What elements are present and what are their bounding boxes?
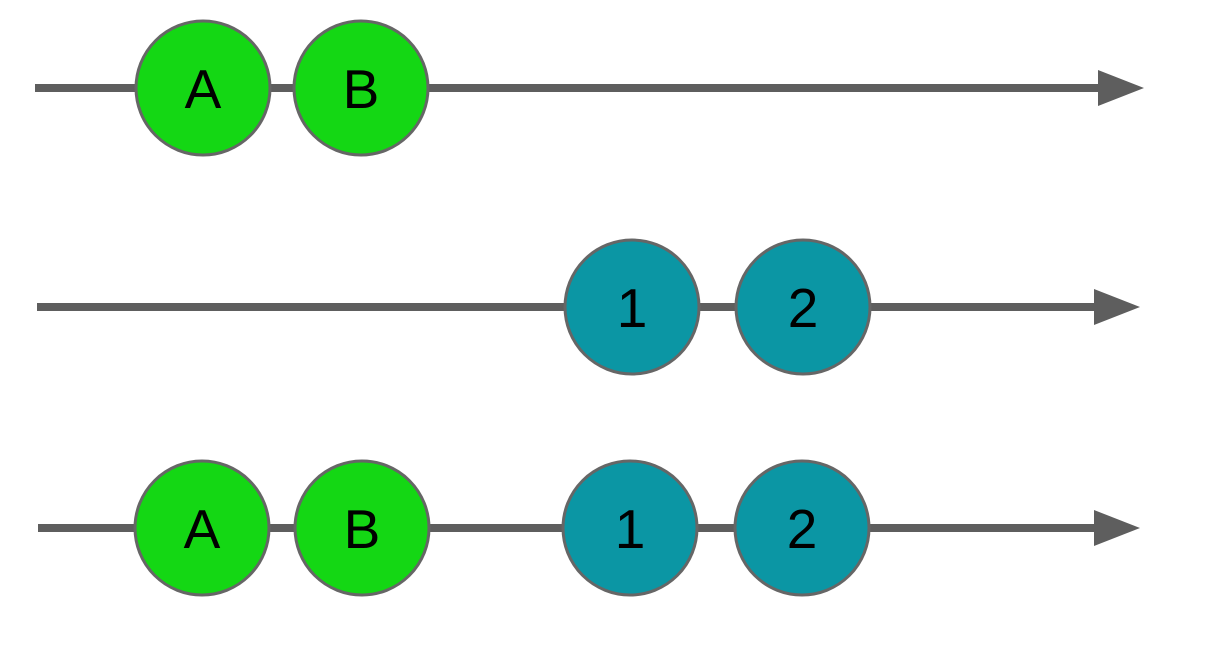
marble-result-b: B: [293, 459, 431, 597]
marble-label: 2: [788, 277, 819, 339]
marble-circle: [134, 19, 272, 157]
marble-circle: [293, 459, 431, 597]
marble-label: 1: [615, 498, 646, 560]
marble-circle: [561, 459, 699, 597]
marble-label: B: [344, 498, 381, 560]
marble-circle: [734, 238, 872, 376]
marble-result-1: 1: [561, 459, 699, 597]
marble-circle: [133, 459, 271, 597]
arrowhead-icon: [1098, 70, 1144, 106]
marble-label: 1: [617, 277, 648, 339]
marble-circle: [733, 459, 871, 597]
arrowhead-icon: [1094, 289, 1140, 325]
marble-label: 2: [787, 498, 818, 560]
marble-label: A: [184, 498, 221, 560]
marble-label: B: [343, 58, 380, 120]
marble-source-a-a: A: [134, 19, 272, 157]
marble-source-b-2: 2: [734, 238, 872, 376]
marble-circle: [563, 238, 701, 376]
marble-source-a-b: B: [292, 19, 430, 157]
marble-result-2: 2: [733, 459, 871, 597]
arrowhead-icon: [1094, 510, 1140, 546]
timeline-result: A B 1 2: [38, 459, 1140, 597]
marble-result-a: A: [133, 459, 271, 597]
marble-label: A: [185, 58, 222, 120]
marble-source-b-1: 1: [563, 238, 701, 376]
marble-circle: [292, 19, 430, 157]
